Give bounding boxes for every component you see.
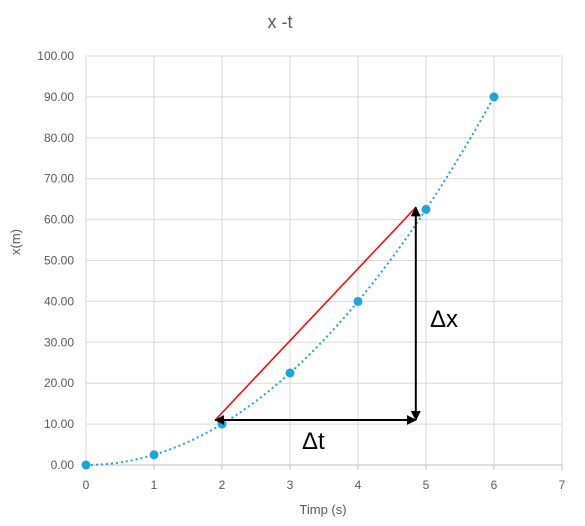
- data-point: [149, 450, 159, 460]
- x-tick-label: 2: [219, 478, 226, 492]
- data-point: [285, 368, 295, 378]
- x-tick-label: 5: [423, 478, 430, 492]
- y-tick-label: 30.00: [44, 335, 74, 349]
- x-tick-label: 6: [491, 478, 498, 492]
- y-tick-label: 10.00: [44, 417, 74, 431]
- x-tick-label: 7: [559, 478, 566, 492]
- x-tick-label: 1: [151, 478, 158, 492]
- data-point: [489, 92, 499, 102]
- data-points: [81, 92, 499, 470]
- x-axis-title: Timp (s): [299, 502, 346, 517]
- delta-x-label: Δx: [430, 306, 458, 333]
- y-tick-label: 70.00: [44, 172, 74, 186]
- y-tick-label: 20.00: [44, 376, 74, 390]
- y-tick-label: 100.00: [37, 49, 74, 63]
- x-tick-label: 0: [83, 478, 90, 492]
- y-tick-label: 60.00: [44, 213, 74, 227]
- x-tick-label: 3: [287, 478, 294, 492]
- y-tick-label: 0.00: [51, 458, 75, 472]
- y-tick-label: 80.00: [44, 131, 74, 145]
- y-axis-title: x(m): [8, 229, 23, 255]
- y-tick-label: 90.00: [44, 90, 74, 104]
- grid-lines: [85, 55, 563, 466]
- chart-title: x -t: [268, 12, 293, 32]
- delta-t-label: Δt: [302, 428, 325, 455]
- data-point: [353, 296, 363, 306]
- y-tick-label: 50.00: [44, 254, 74, 268]
- y-tick-label: 40.00: [44, 294, 74, 308]
- secant-line: [214, 206, 417, 421]
- data-point: [421, 204, 431, 214]
- axes: [85, 464, 563, 470]
- tick-labels: 0.00 10.00 20.00 30.00 40.00 50.00 60.00 70.00 8…: [37, 49, 565, 492]
- x-tick-label: 4: [355, 478, 362, 492]
- data-point: [81, 460, 91, 470]
